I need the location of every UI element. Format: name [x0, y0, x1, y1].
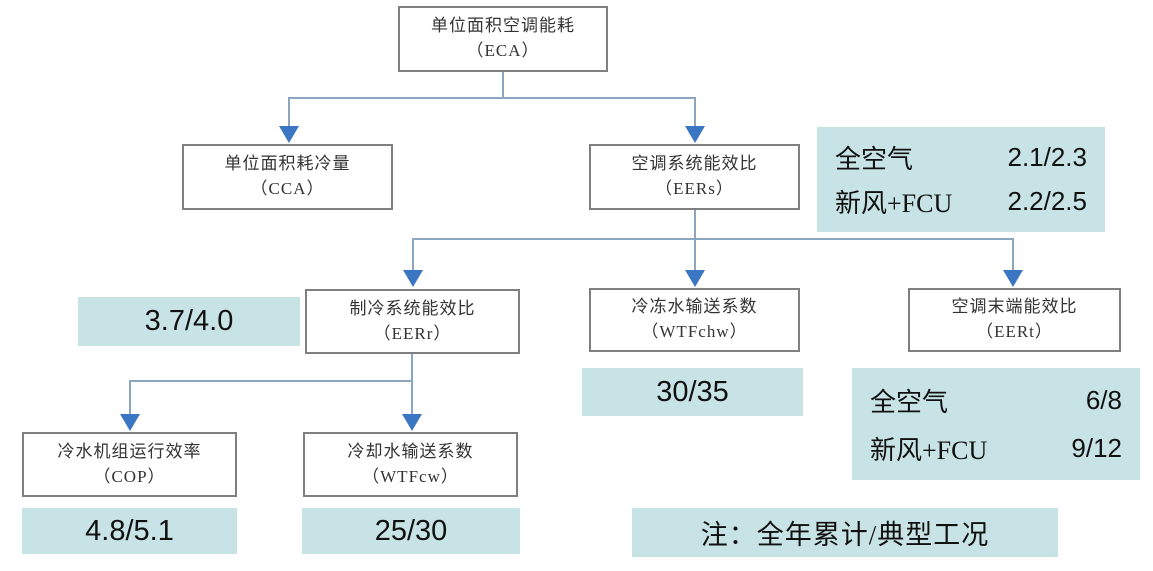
legend-note: 注：全年累计/典型工况 — [632, 508, 1058, 557]
node-cca-label: 单位面积耗冷量 — [224, 154, 351, 174]
value-box-eerr: 3.7/4.0 — [78, 297, 300, 346]
node-eca-code: （ECA） — [466, 41, 540, 60]
value-row-label: 新风+FCU — [835, 189, 953, 219]
value-row-allair: 全空气 2.1/2.3 — [835, 139, 1087, 176]
connector-line — [129, 380, 131, 415]
value-row-label: 全空气 — [870, 387, 949, 417]
connector-line — [411, 354, 413, 381]
node-eers-code: （EERs） — [655, 179, 734, 198]
connector-line — [411, 380, 413, 415]
value-panel-eers: 全空气 2.1/2.3 新风+FCU 2.2/2.5 — [817, 127, 1105, 232]
value-row-value: 2.1/2.3 — [1007, 141, 1087, 172]
node-wtfcw: 冷却水输送系数 （WTFcw） — [303, 432, 518, 497]
arrow-down-icon — [1003, 270, 1023, 287]
connector-line — [129, 380, 413, 382]
node-wtfchw: 冷冻水输送系数 （WTFchw） — [589, 288, 800, 352]
arrow-down-icon — [402, 414, 422, 431]
node-eert: 空调末端能效比 （EERt） — [908, 288, 1121, 352]
arrow-down-icon — [279, 126, 299, 143]
value-box-cop: 4.8/5.1 — [22, 508, 237, 554]
value-row-value: 2.2/2.5 — [1007, 186, 1087, 217]
connector-line — [288, 97, 696, 99]
arrow-down-icon — [403, 270, 423, 287]
connector-line — [694, 210, 696, 238]
arrow-down-icon — [685, 270, 705, 287]
node-eers-label: 空调系统能效比 — [631, 154, 758, 174]
connector-line — [412, 238, 1014, 240]
node-wtfchw-code: （WTFchw） — [641, 322, 748, 341]
node-eert-code: （EERt） — [976, 322, 1053, 341]
node-eert-label: 空调末端能效比 — [951, 297, 1078, 317]
value-row-freshair-fcu: 新风+FCU 9/12 — [870, 430, 1122, 467]
node-wtfchw-label: 冷冻水输送系数 — [631, 297, 758, 317]
connector-line — [502, 72, 504, 98]
value-row-label: 全空气 — [835, 144, 914, 174]
node-cca-code: （CCA） — [250, 179, 325, 198]
node-eca: 单位面积空调能耗 （ECA） — [398, 6, 608, 72]
node-cop: 冷水机组运行效率 （COP） — [22, 432, 237, 497]
connector-line — [694, 238, 696, 271]
node-wtfcw-label: 冷却水输送系数 — [347, 441, 474, 461]
connector-line — [412, 238, 414, 271]
node-cca: 单位面积耗冷量 （CCA） — [182, 144, 393, 210]
connector-line — [694, 97, 696, 128]
value-row-freshair-fcu: 新风+FCU 2.2/2.5 — [835, 183, 1087, 220]
node-cop-code: （COP） — [93, 466, 166, 486]
node-eca-label: 单位面积空调能耗 — [431, 16, 575, 36]
value-row-label: 新风+FCU — [870, 435, 988, 465]
node-eers: 空调系统能效比 （EERs） — [589, 144, 800, 210]
node-eerr-label: 制冷系统能效比 — [349, 298, 476, 318]
value-box-wtfcw: 25/30 — [302, 508, 520, 554]
node-eerr: 制冷系统能效比 （EERr） — [305, 289, 520, 354]
value-row-allair: 全空气 6/8 — [870, 382, 1122, 419]
value-box-wtfchw: 30/35 — [582, 368, 803, 416]
connector-line — [1012, 238, 1014, 271]
connector-line — [288, 97, 290, 128]
node-eerr-code: （EERr） — [373, 323, 452, 343]
arrow-down-icon — [685, 126, 705, 143]
value-row-value: 6/8 — [1085, 384, 1122, 415]
value-panel-eert: 全空气 6/8 新风+FCU 9/12 — [852, 368, 1140, 480]
value-row-value: 9/12 — [1071, 432, 1122, 463]
node-wtfcw-code: （WTFcw） — [362, 466, 459, 486]
node-cop-label: 冷水机组运行效率 — [57, 441, 202, 461]
arrow-down-icon — [120, 414, 140, 431]
